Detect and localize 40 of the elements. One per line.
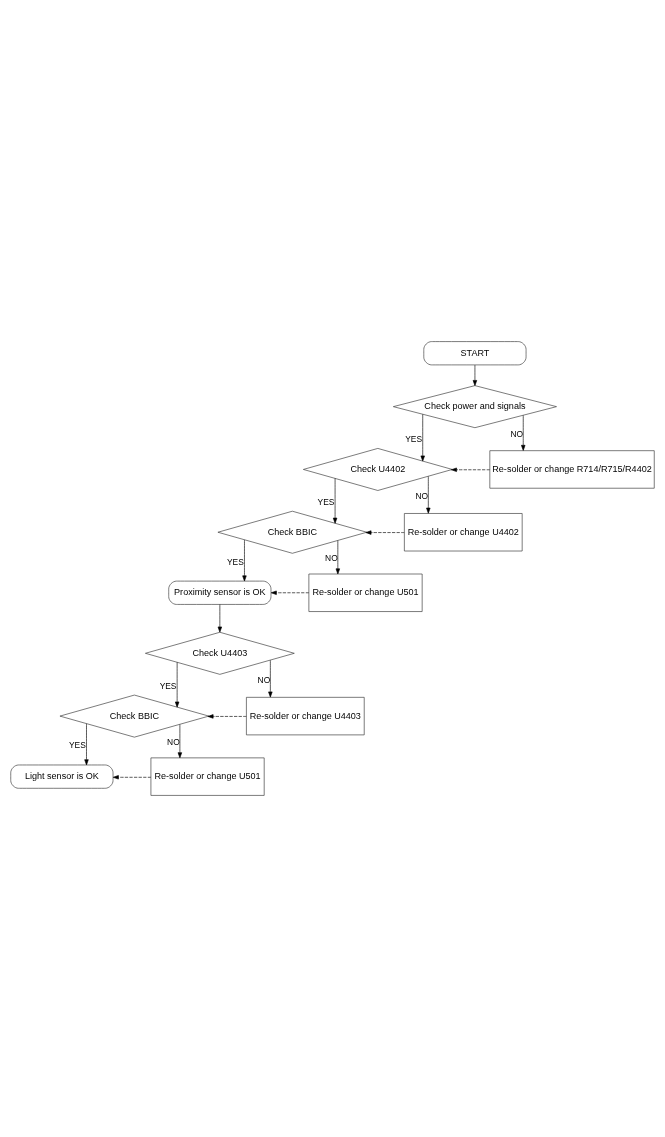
node-box: Proximity sensor is OK <box>168 580 272 605</box>
arrow <box>112 775 152 780</box>
edge-label: YES <box>159 680 177 691</box>
node-diamond: Check U4402 <box>303 448 453 491</box>
edge-label: YES <box>317 497 335 507</box>
edge-label: YES <box>405 433 423 444</box>
arrow <box>84 723 89 766</box>
node-box: Re-solder or change U501 <box>150 757 265 796</box>
edge-label: NO <box>325 553 338 564</box>
node-box: START <box>423 341 527 366</box>
arrow <box>270 590 310 595</box>
arrow <box>175 662 180 708</box>
node-box: Re-solder or change U4403 <box>246 697 365 736</box>
arrow <box>335 540 340 575</box>
arrow <box>451 467 490 472</box>
edge-label: NO <box>415 490 429 501</box>
edge-label: YES <box>226 556 244 567</box>
node-box: Re-solder or change U4402 <box>404 513 523 552</box>
node-diamond: Check BBIC <box>217 510 368 554</box>
node-box: Light sensor is OK <box>10 764 114 789</box>
arrow <box>207 714 247 719</box>
arrow <box>365 530 405 535</box>
arrow <box>521 415 526 451</box>
node-diamond: Check U4403 <box>145 631 295 675</box>
edge-label: YES <box>69 740 86 751</box>
arrow <box>217 604 222 633</box>
arrow <box>242 539 247 582</box>
node-diamond: Check power and signals <box>393 385 557 428</box>
node-box: Re-solder or change U501 <box>308 573 423 612</box>
edge-label: NO <box>167 737 180 748</box>
node-box: Re-solder or change R714/R715/R4402 <box>489 450 655 489</box>
arrow <box>420 414 425 462</box>
arrow <box>426 476 431 514</box>
edge-label: NO <box>257 674 271 685</box>
arrow <box>332 478 338 524</box>
arrow <box>472 364 478 386</box>
node-diamond: Check BBIC <box>59 694 210 738</box>
arrow <box>177 724 182 759</box>
edge-label: NO <box>510 429 524 440</box>
arrow <box>268 659 273 698</box>
